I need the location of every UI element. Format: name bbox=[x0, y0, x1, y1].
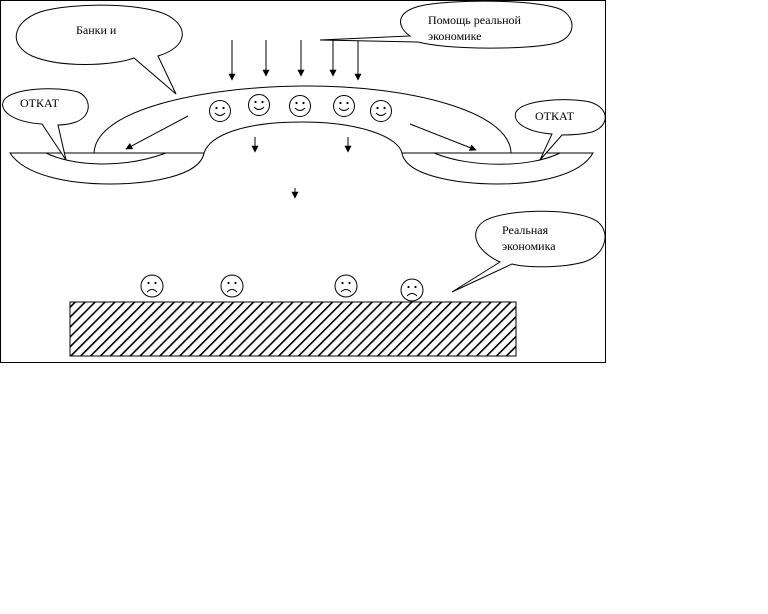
smiley-face-icon bbox=[209, 100, 231, 122]
speech-bubble-help: Помощь реальной экономике bbox=[319, 0, 573, 49]
smiley-face-icon bbox=[370, 100, 392, 122]
kickback-arrow-right bbox=[409, 123, 477, 151]
smiley-face-icon bbox=[289, 95, 311, 117]
kickback-right-label: ОТКАТ bbox=[535, 109, 575, 123]
banks-label: Банки и bbox=[76, 23, 117, 37]
kickback-tray-right-inner bbox=[433, 152, 561, 165]
sad-face-icon bbox=[400, 278, 424, 302]
real-economy-label-line2: экономика bbox=[502, 239, 556, 253]
real-economy-label-line1: Реальная bbox=[502, 223, 549, 237]
sad-face-icon bbox=[220, 274, 244, 298]
smiley-face-icon bbox=[248, 94, 270, 116]
help-label-line1: Помощь реальной bbox=[428, 13, 522, 27]
help-arrows bbox=[228, 40, 362, 81]
real-economy-block bbox=[69, 301, 517, 357]
sad-face-icon bbox=[140, 274, 164, 298]
kickback-tray-left bbox=[9, 152, 205, 185]
help-label-line2: экономике bbox=[428, 29, 481, 43]
speech-bubble-kickback-right: ОТКАТ bbox=[514, 99, 606, 161]
sad-face-icon bbox=[334, 274, 358, 298]
kickback-tray-right bbox=[401, 152, 594, 185]
speech-bubble-banks: Банки и bbox=[15, 4, 183, 95]
kickback-arrow-left bbox=[125, 115, 189, 150]
kickback-left-label: ОТКАТ bbox=[20, 96, 60, 110]
speech-bubble-kickback-left: ОТКАТ bbox=[2, 88, 89, 161]
smiley-face-icon bbox=[333, 95, 355, 117]
kickback-tray-left-inner bbox=[45, 152, 167, 165]
banks-arch bbox=[93, 85, 512, 154]
speech-bubble-real-economy: Реальная экономика bbox=[451, 210, 606, 293]
